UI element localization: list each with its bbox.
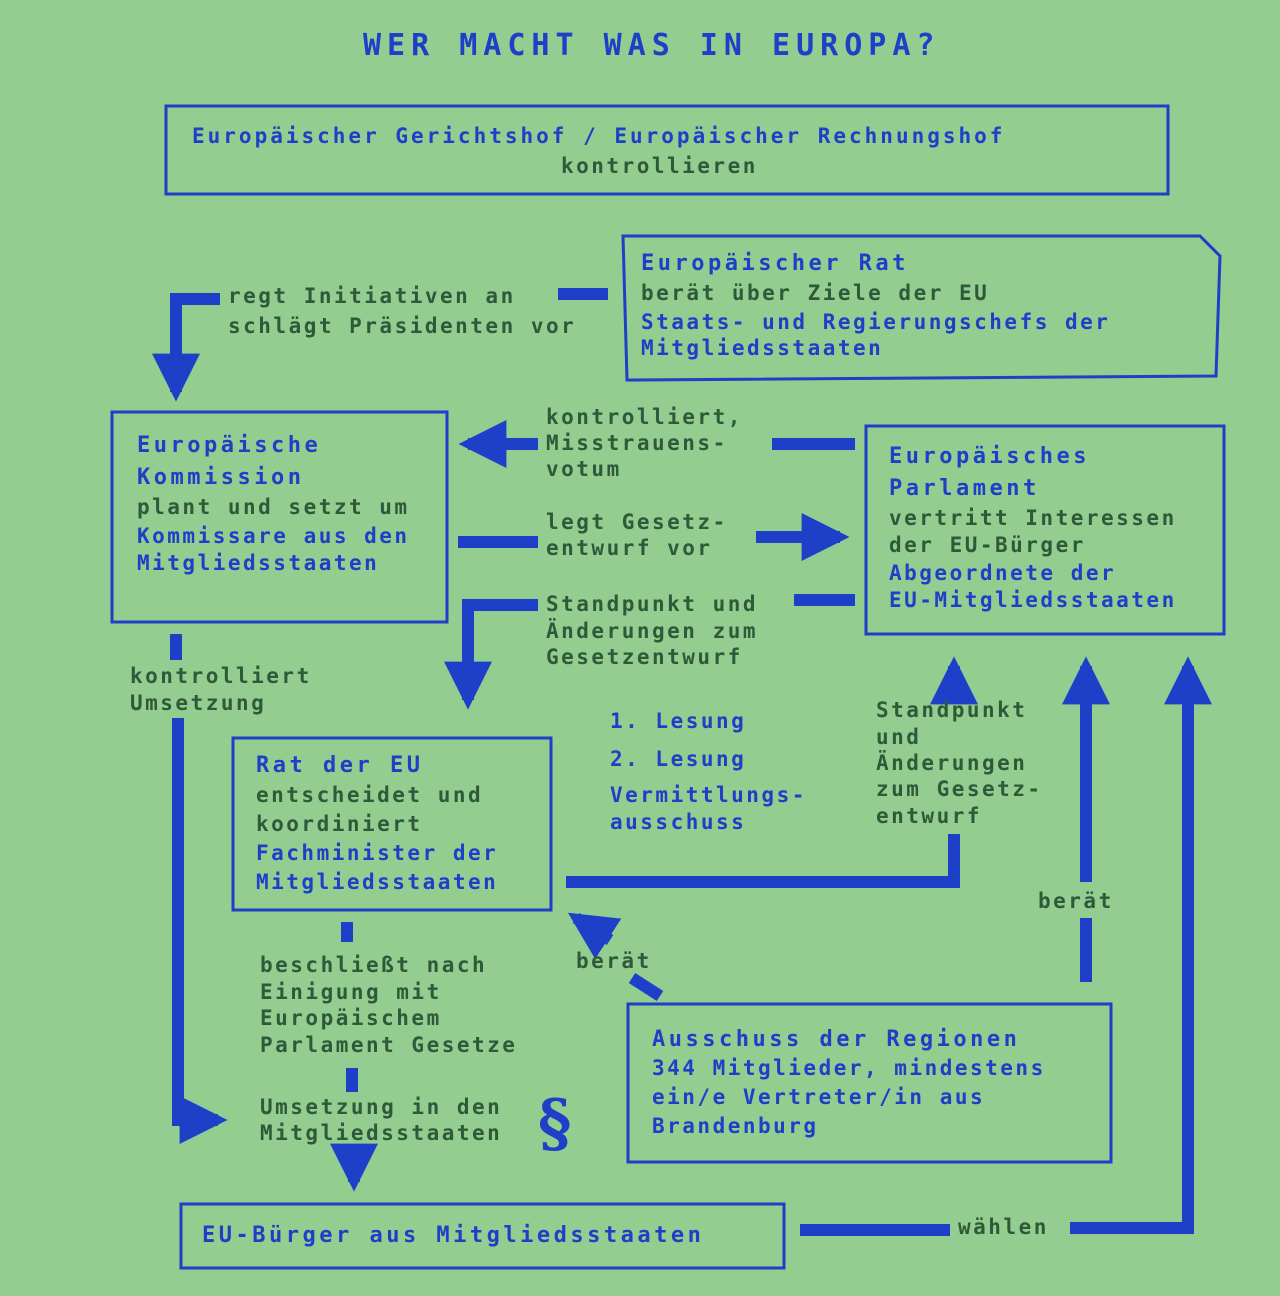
parlament-role-2: der EU-Bürger — [889, 533, 1086, 557]
gerichtshof-role: kontrollieren — [561, 154, 758, 178]
box-kommission — [110, 410, 449, 624]
box-rat-der-eu — [231, 736, 553, 912]
label-beraet-right: berät — [1038, 889, 1114, 913]
label-beschliesst-3: Europäischem — [260, 1006, 442, 1030]
label-rat-standpunkt-5: entwurf — [876, 804, 983, 828]
rat-der-eu-name: Rat der EU — [256, 753, 424, 778]
kommission-role: plant und setzt um — [137, 495, 410, 519]
label-standpunkt-2: Änderungen zum — [546, 619, 759, 643]
label-beraet-left: berät — [576, 949, 652, 973]
box-gerichtshof — [164, 104, 1170, 196]
box-buerger — [179, 1202, 786, 1270]
europaeischer-rat-members-1: Staats- und Regierungschefs der — [641, 310, 1111, 334]
label-misstrauens: Misstrauens- — [546, 431, 728, 455]
box-parlament — [864, 424, 1226, 636]
gerichtshof-name: Europäischer Gerichtshof / Europäischer … — [192, 124, 1006, 148]
arrow-rat-to-parlament — [566, 834, 960, 888]
arrow-buerger-to-parlament — [1070, 656, 1212, 1234]
parlament-members-2: EU-Mitgliedsstaaten — [889, 588, 1177, 612]
kommission-name-1: Europäische — [137, 433, 322, 458]
label-standpunkt-3: Gesetzentwurf — [546, 645, 743, 669]
parlament-name-2: Parlament — [889, 476, 1040, 501]
label-beschliesst-1: beschließt nach — [260, 953, 488, 977]
arrow-parlament-to-rat — [444, 599, 538, 710]
page-title: WER MACHT WAS IN EUROPA? — [363, 28, 941, 63]
rat-der-eu-members-2: Mitgliedsstaaten — [256, 870, 499, 894]
label-lesung-2: 2. Lesung — [610, 747, 747, 771]
rat-der-eu-role-2: koordiniert — [256, 812, 423, 836]
label-umsetzung-1: Umsetzung in den — [260, 1095, 503, 1119]
parlament-members-1: Abgeordnete der — [889, 561, 1117, 585]
label-rat-standpunkt-2: und — [876, 725, 922, 749]
ausschuss-desc-1: 344 Mitglieder, mindestens — [652, 1056, 1046, 1080]
kommission-name-2: Kommission — [137, 465, 305, 490]
buerger-name: EU-Bürger aus Mitgliedsstaaten — [202, 1223, 705, 1248]
paragraph-icon: § — [538, 1086, 572, 1161]
arrow-kommission-to-umsetzung — [172, 718, 228, 1144]
box-ausschuss — [626, 1002, 1113, 1164]
ausschuss-desc-3: Brandenburg — [652, 1114, 819, 1138]
label-kontrolliert: kontrolliert, — [546, 405, 743, 429]
label-regt-initiativen: regt Initiativen an — [228, 284, 516, 308]
arrow-rat-to-kommission — [152, 293, 220, 402]
label-beschliesst-2: Einigung mit — [260, 980, 442, 1004]
label-umsetzung-2: Mitgliedsstaaten — [260, 1121, 503, 1145]
europaeischer-rat-name: Europäischer Rat — [641, 251, 909, 276]
label-beschliesst-4: Parlament Gesetze — [260, 1033, 518, 1057]
label-legt-gesetz: legt Gesetz- — [546, 510, 728, 534]
label-kontrolliert-umsetzung-1: kontrolliert — [130, 664, 312, 688]
label-vermittlung-1: Vermittlungs- — [610, 783, 807, 807]
label-lesung-1: 1. Lesung — [610, 709, 747, 733]
kommission-members-2: Mitgliedsstaaten — [137, 551, 380, 575]
box-europaeischer-rat — [621, 234, 1222, 382]
ausschuss-name: Ausschuss der Regionen — [652, 1027, 1021, 1052]
kommission-members-1: Kommissare aus den — [137, 524, 410, 548]
label-votum: votum — [546, 457, 622, 481]
arrow-ausschuss-to-rat — [567, 912, 622, 960]
label-kontrolliert-umsetzung-2: Umsetzung — [130, 691, 267, 715]
label-waehlen: wählen — [958, 1215, 1049, 1239]
europaeischer-rat-members-2: Mitgliedsstaaten — [641, 336, 884, 360]
label-vermittlung-2: ausschuss — [610, 810, 747, 834]
rat-der-eu-role-1: entscheidet und — [256, 783, 484, 807]
label-rat-standpunkt-1: Standpunkt — [876, 698, 1028, 722]
label-rat-standpunkt-4: zum Gesetz- — [876, 777, 1043, 801]
label-schlaegt-praesidenten: schlägt Präsidenten vor — [228, 314, 577, 338]
parlament-name-1: Europäisches — [889, 444, 1090, 469]
ausschuss-desc-2: ein/e Vertreter/in aus — [652, 1085, 986, 1109]
rat-der-eu-members-1: Fachminister der — [256, 841, 499, 865]
parlament-role-1: vertritt Interessen — [889, 506, 1177, 530]
arrow-ausschuss-to-rat-tail — [628, 972, 664, 1002]
label-standpunkt-1: Standpunkt und — [546, 592, 759, 616]
label-rat-standpunkt-3: Änderungen — [876, 751, 1028, 775]
europaeischer-rat-role: berät über Ziele der EU — [641, 281, 990, 305]
label-entwurf-vor: entwurf vor — [546, 536, 713, 560]
